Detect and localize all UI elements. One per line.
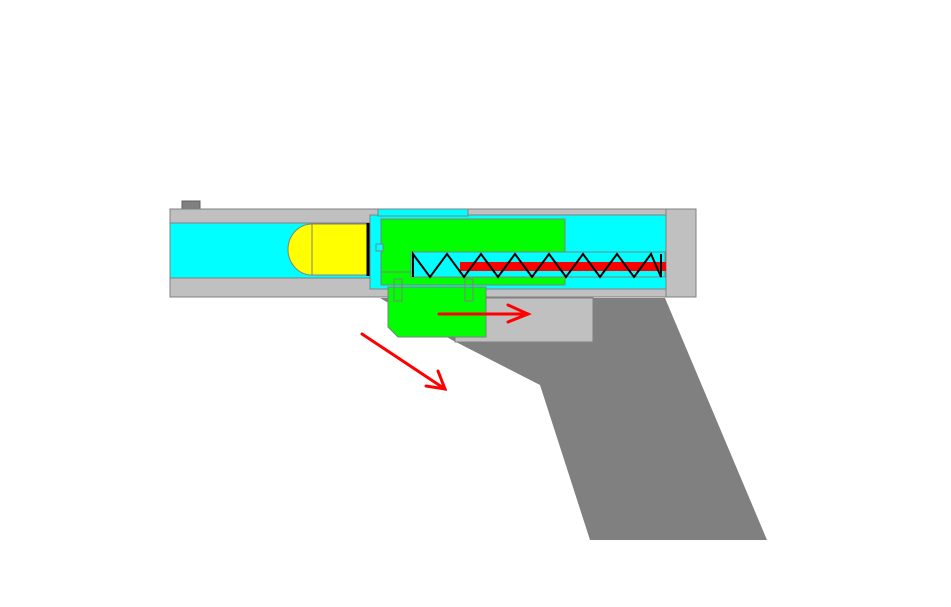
firing-pin-tip (375, 243, 384, 252)
trigger-motion-arrow (360, 332, 448, 391)
pin-left (393, 278, 403, 302)
recoil-spring (412, 250, 662, 279)
chamber-top-tab (377, 208, 469, 217)
pin-right (464, 278, 474, 302)
cartridge-bullet (287, 223, 313, 276)
cartridge-case (311, 223, 369, 276)
bolt-motion-arrow (437, 303, 532, 324)
grip (380, 298, 767, 540)
guide-rod (460, 262, 666, 271)
front-sight (181, 200, 201, 210)
rear-cap (665, 208, 697, 298)
trigger-block (387, 286, 487, 338)
